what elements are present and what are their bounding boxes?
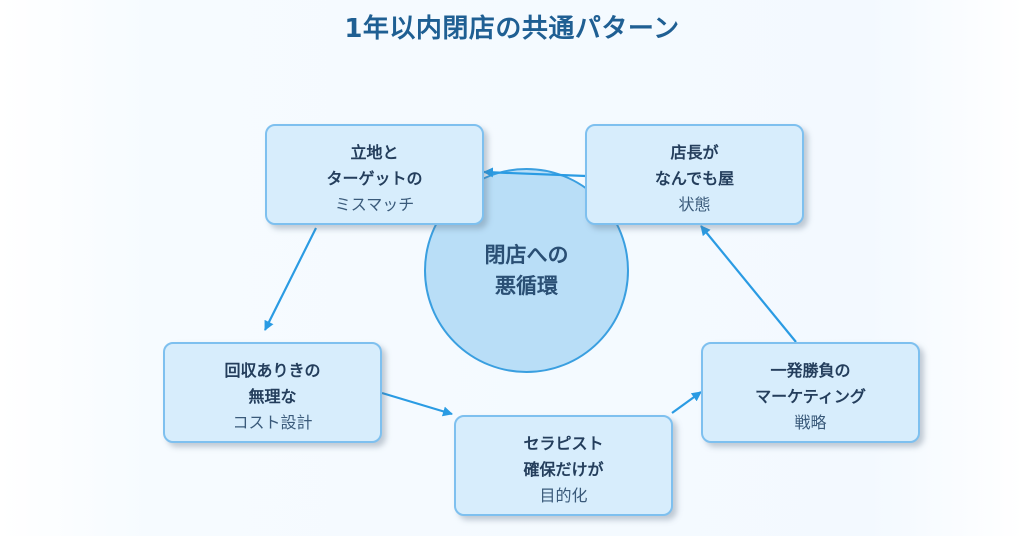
node-therapist-line1: セラピスト [523,433,604,453]
node-mismatch-line1: 立地と [350,142,399,162]
node-cost-line1: 回収ありきの [224,360,321,380]
arrow-manager-to-mismatch [483,167,587,178]
node-marketing-line1: 一発勝負の [770,360,851,380]
node-location-target-mismatch: 立地と ターゲットの ミスマッチ [265,124,484,225]
node-mismatch-line2: ターゲットの [326,168,423,188]
arrow-mismatch-to-cost [264,227,317,331]
node-therapist-line3: 目的化 [539,485,588,505]
node-manager-line3: 状態 [678,194,711,214]
node-mismatch-line3: ミスマッチ [334,194,415,214]
node-therapist-hiring: セラピスト 確保だけが 目的化 [454,415,673,516]
arrow-cost-to-therapist [381,391,453,417]
node-manager-line1: 店長が [670,142,719,162]
node-marketing-line2: マーケティング [755,386,866,406]
node-manager-jack-of-all-trades: 店長が なんでも屋 状態 [585,124,804,225]
arrow-marketing-to-manager [700,225,797,343]
node-cost-design: 回収ありきの 無理な コスト設計 [163,342,382,443]
center-label-line1: 閉店への [484,242,569,267]
node-manager-line2: なんでも屋 [654,168,735,188]
arrow-therapist-to-marketing [671,391,702,414]
node-one-shot-marketing: 一発勝負の マーケティング 戦略 [701,342,920,443]
node-cost-line3: コスト設計 [232,412,313,432]
node-marketing-line3: 戦略 [794,412,827,432]
center-label-line2: 悪循環 [495,273,558,298]
diagram-title: 1年以内閉店の共通パターン [344,14,680,44]
node-therapist-line2: 確保だけが [523,459,604,479]
node-cost-line2: 無理な [248,386,297,406]
